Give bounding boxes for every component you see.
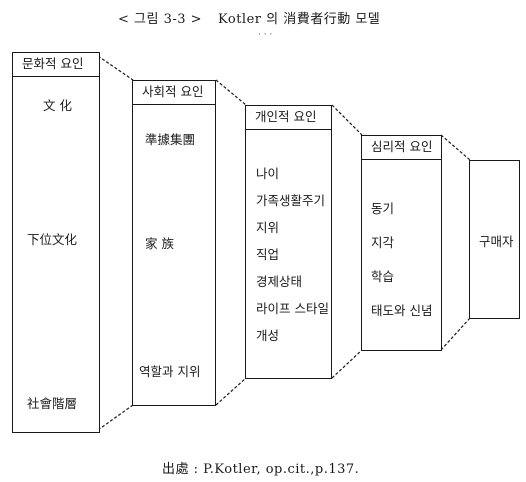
buyer-label: 구매자 bbox=[479, 234, 514, 249]
personal-item: 개성 bbox=[256, 328, 280, 343]
connector-line bbox=[215, 79, 247, 106]
personal-item: 지위 bbox=[256, 220, 280, 235]
psych-item: 학습 bbox=[371, 269, 395, 284]
personal-item: 경제상태 bbox=[256, 274, 303, 289]
cultural-factors-box: 문화적 요인 文 化 下位文化 社會階層 bbox=[12, 52, 100, 433]
psychological-factors-header: 심리적 요인 bbox=[362, 136, 441, 160]
source-citation: 出處 : P.Kotler, op.cit.,p.137. bbox=[162, 462, 360, 477]
subculture-item: 下位文化 bbox=[27, 232, 78, 247]
connector-line bbox=[331, 104, 363, 136]
personal-item: 라이프 스타일 bbox=[256, 301, 329, 316]
connector-line bbox=[440, 134, 471, 161]
figure-label: < 그림 3-3 > bbox=[118, 12, 203, 27]
connector-line bbox=[440, 317, 471, 351]
social-class-item: 社會階層 bbox=[27, 396, 78, 411]
connector-line bbox=[331, 349, 363, 379]
personal-item: 가족생활주기 bbox=[256, 193, 326, 208]
psych-item: 태도와 신념 bbox=[371, 303, 433, 318]
scan-speck: · · · bbox=[258, 30, 273, 40]
personal-factors-header: 개인적 요인 bbox=[246, 106, 331, 130]
personal-item: 직업 bbox=[256, 247, 280, 262]
social-factors-box: 사회적 요인 準據集團 家 族 역할과 지위 bbox=[132, 80, 216, 406]
connector-line bbox=[215, 377, 247, 406]
role-status-item: 역할과 지위 bbox=[139, 364, 201, 379]
connector-line bbox=[97, 404, 134, 431]
cultural-factors-header: 문화적 요인 bbox=[13, 53, 99, 77]
psychological-factors-box: 심리적 요인 동기 지각 학습 태도와 신념 bbox=[361, 135, 442, 351]
figure-title-text: Kotler 의 消費者行動 모델 bbox=[218, 12, 381, 27]
psych-item: 동기 bbox=[371, 201, 395, 216]
personal-item: 나이 bbox=[256, 166, 280, 181]
family-item: 家 族 bbox=[145, 236, 174, 251]
buyer-box: 구매자 bbox=[469, 160, 520, 319]
social-factors-header: 사회적 요인 bbox=[133, 81, 215, 105]
psych-item: 지각 bbox=[371, 235, 395, 250]
culture-item: 文 化 bbox=[43, 98, 72, 113]
reference-group-item: 準據集團 bbox=[145, 132, 196, 147]
personal-factors-box: 개인적 요인 나이 가족생활주기 지위 직업 경제상태 라이프 스타일 개성 bbox=[245, 105, 332, 379]
connector-line bbox=[97, 55, 134, 81]
